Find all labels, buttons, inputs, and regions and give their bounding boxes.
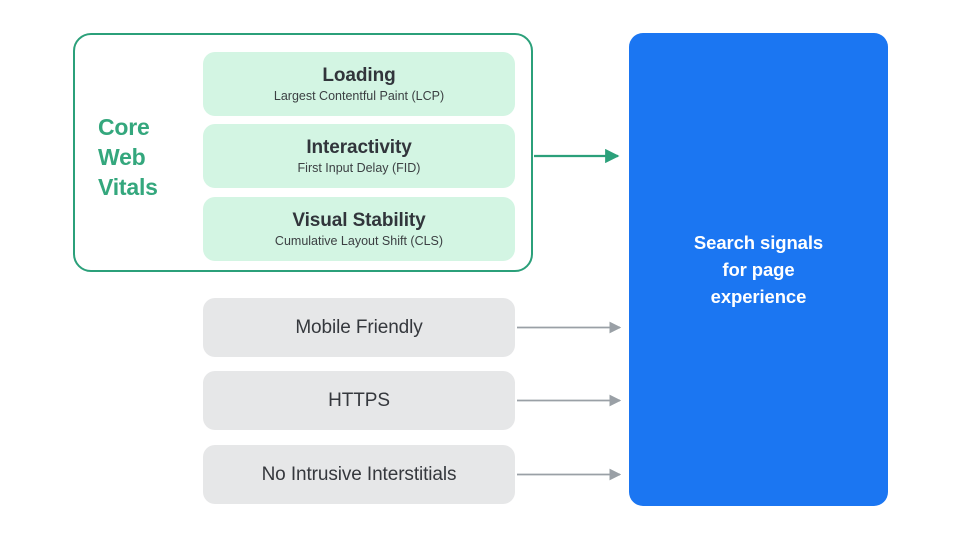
factor-card-https: HTTPS	[203, 371, 515, 430]
vital-subtitle-visual-stability: Cumulative Layout Shift (CLS)	[274, 233, 444, 248]
vital-title-visual-stability: Visual Stability	[292, 209, 426, 231]
core-web-vitals-label: Core Web Vitals	[98, 114, 158, 200]
core-web-vitals-group	[73, 33, 533, 272]
vital-subtitle-interactivity: First Input Delay (FID)	[297, 160, 421, 175]
factor-card-mobile-friendly: Mobile Friendly	[203, 298, 515, 357]
factor-label-https: HTTPS	[328, 390, 390, 411]
search-signals-panel: Search signals for page experience	[629, 33, 888, 506]
vital-card-interactivity: Interactivity First Input Delay (FID)	[203, 124, 515, 188]
vital-card-visual-stability: Visual Stability Cumulative Layout Shift…	[203, 197, 515, 261]
factor-label-mobile-friendly: Mobile Friendly	[295, 317, 423, 338]
vital-title-interactivity: Interactivity	[306, 136, 412, 158]
factor-card-no-intrusive-interstitials: No Intrusive Interstitials	[203, 445, 515, 504]
factor-label-no-intrusive-interstitials: No Intrusive Interstitials	[261, 464, 457, 485]
vital-subtitle-loading: Largest Contentful Paint (LCP)	[273, 88, 445, 103]
search-signals-label: Search signals for page experience	[693, 232, 824, 307]
vital-title-loading: Loading	[322, 64, 396, 86]
vital-card-loading: Loading Largest Contentful Paint (LCP)	[203, 52, 515, 116]
